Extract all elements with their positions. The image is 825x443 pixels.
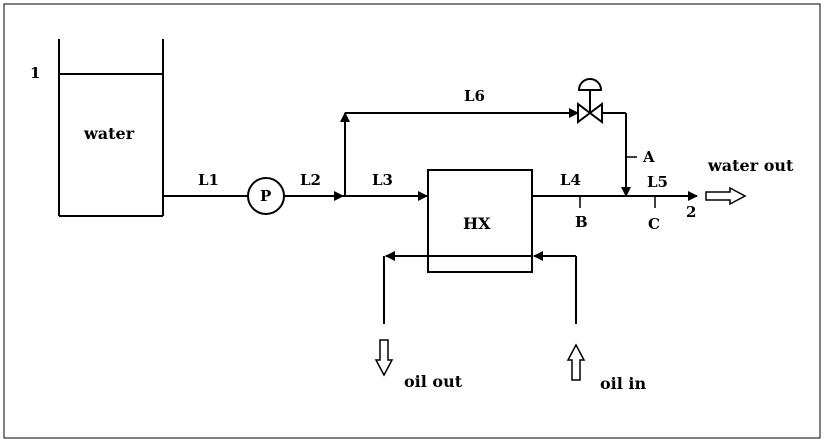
water-out-arrow-icon	[705, 186, 747, 206]
node-2-label: 2	[686, 203, 696, 221]
point-c-label: C	[648, 215, 660, 233]
water-out-label: water out	[707, 156, 794, 175]
pipe-l6	[340, 108, 631, 197]
point-a-label: A	[642, 148, 655, 166]
line-label-l3: L3	[372, 171, 393, 189]
diagram-frame	[3, 3, 821, 439]
oil-circuit	[383, 251, 577, 324]
point-b-label: B	[575, 213, 588, 231]
oil-in-label: oil in	[600, 374, 646, 393]
pump-label: P	[260, 187, 271, 205]
tank-label: water	[83, 124, 135, 143]
heat-exchanger-label: HX	[463, 214, 491, 233]
control-valve-icon	[577, 78, 603, 124]
oil-out-arrow-icon	[374, 339, 394, 377]
line-label-l4: L4	[560, 171, 581, 189]
water-tank	[58, 39, 164, 217]
line-label-l1: L1	[198, 171, 219, 189]
node-1-label: 1	[30, 64, 40, 82]
line-label-l2: L2	[300, 171, 321, 189]
line-label-l6: L6	[464, 87, 485, 105]
oil-in-arrow-icon	[566, 343, 586, 381]
oil-out-label: oil out	[404, 372, 463, 391]
line-label-l5: L5	[647, 173, 668, 191]
